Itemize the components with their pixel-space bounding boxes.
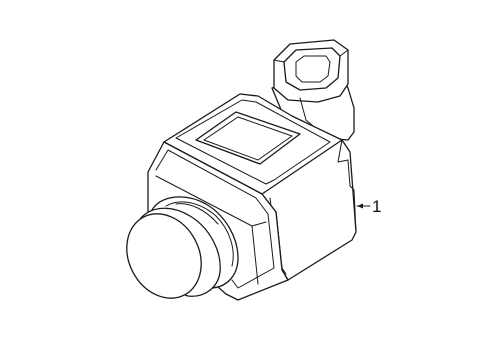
callout-leader [356,203,371,209]
sensor-lens [126,196,239,299]
callout-number-1: 1 [372,197,381,216]
